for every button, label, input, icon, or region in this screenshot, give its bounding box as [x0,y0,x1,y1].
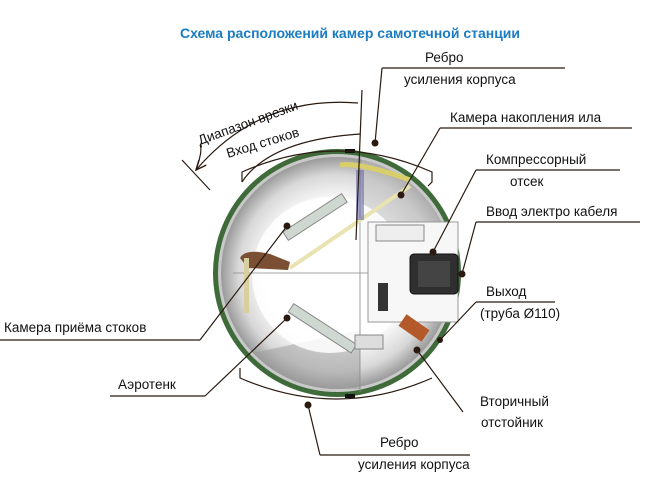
label-compressor-1: Компрессорный [486,152,586,167]
label-receiving-chamber: Камера приёма стоков [4,320,146,335]
label-aerotank: Аэротенк [118,377,176,392]
diagram-title: Схема расположений камер самотечной стан… [180,25,520,41]
label-sludge-chamber: Камера накопления ила [450,110,602,125]
label-rib-bottom-1: Ребро [380,435,419,450]
label-outlet-2: (труба Ø110) [480,306,560,321]
label-compressor-2: отсек [510,174,544,189]
label-rib-top-1: Ребро [425,50,464,65]
label-secondary-1: Вторичный [480,394,549,409]
receiving-chamber [240,251,290,270]
label-cable-inlet: Ввод электро кабеля [486,204,617,219]
label-rib-bottom-2: усиления корпуса [358,457,470,472]
rib-top-marker [371,139,379,147]
outlet-pipe [398,314,430,342]
cut-range-arc [196,101,359,170]
label-rib-top-2: усиления корпуса [404,72,516,87]
tank-plan [213,149,461,398]
label-secondary-2: отстойник [481,415,543,430]
label-outlet-1: Выход [486,284,527,299]
top-rib-bracket [241,150,433,187]
valve-block [378,283,388,311]
bottom-rib-bracket [239,368,433,400]
